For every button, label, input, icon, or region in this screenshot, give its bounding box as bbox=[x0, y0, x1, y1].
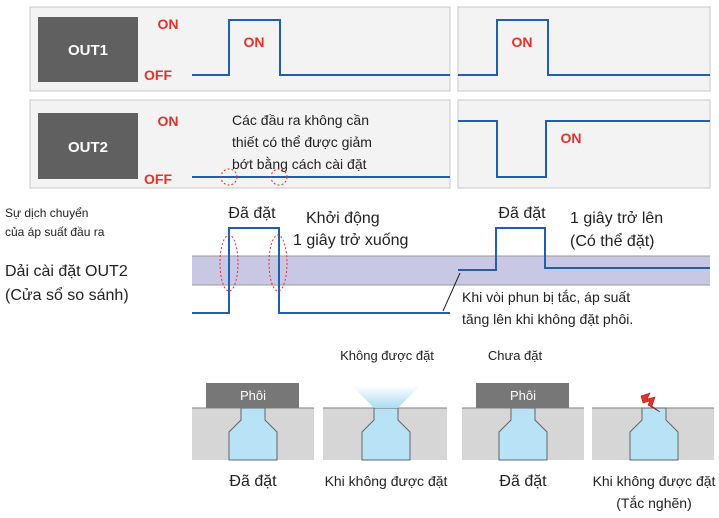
nozzle-panel-placed-3: Phôi bbox=[462, 383, 584, 461]
out2-off-label: OFF bbox=[144, 171, 172, 187]
nozzle-channel bbox=[629, 407, 679, 461]
out2-waveform-right bbox=[458, 120, 710, 178]
out2-suppressed-marker-b bbox=[270, 168, 288, 186]
out2-range-line2: (Cửa sổ so sánh) bbox=[5, 286, 129, 304]
out1-label: OUT1 bbox=[68, 42, 108, 59]
clog-burst-icon bbox=[640, 392, 661, 413]
crossing-marker-a bbox=[219, 234, 239, 292]
startup-line1: Khởi động bbox=[306, 210, 380, 227]
out2-row: OUT2 ON OFF Các đầu ra không cần thiết c… bbox=[29, 99, 711, 189]
out2-range-line1: Dải cài đặt OUT2 bbox=[5, 263, 128, 280]
out1-row: OUT1 ON OFF ON ON bbox=[29, 6, 711, 92]
caption-placed-1: Đã đặt bbox=[229, 473, 277, 490]
startup-line2: 1 giây trở xuống bbox=[293, 232, 408, 249]
nozzle-panel-placed-1: Phôi bbox=[192, 383, 314, 461]
pressure-title-line2: của áp suất đầu ra bbox=[5, 225, 105, 239]
out1-off-label: OFF bbox=[144, 67, 172, 83]
pressure-waveform-left bbox=[192, 227, 450, 314]
out1-waveform-right bbox=[458, 19, 710, 76]
out2-note-line1: Các đầu ra không cần bbox=[232, 112, 369, 128]
pressure-title-line1: Sự dịch chuyển bbox=[5, 206, 88, 220]
crossing-marker-b bbox=[268, 234, 288, 292]
air-spray bbox=[352, 386, 420, 408]
out2-suppressed-marker-a bbox=[220, 168, 238, 186]
out2-label-box bbox=[38, 113, 138, 179]
workpiece-label: Phôi bbox=[240, 388, 266, 403]
out1-label-box bbox=[38, 17, 138, 82]
rise-line2: (Có thể đặt) bbox=[570, 232, 654, 250]
out2-note-line3: bớt bằng cách cài đặt bbox=[232, 156, 367, 172]
illustration-top-label-3: Chưa đặt bbox=[488, 348, 543, 363]
out1-pulse-a-label: ON bbox=[244, 34, 265, 50]
out1-on-label: ON bbox=[158, 16, 179, 32]
pressure-waveform-right bbox=[458, 227, 710, 271]
out1-waveform-left bbox=[192, 19, 450, 76]
nozzle-illustrations: Không được đặt Chưa đặt Phôi Phôi bbox=[192, 348, 716, 511]
caption-clogged-4-line1: Khi không được đặt bbox=[593, 473, 716, 489]
out2-setting-band bbox=[192, 256, 710, 285]
clog-note-line1: Khi vòi phun bị tắc, áp suất bbox=[462, 289, 630, 305]
out2-note-line2: thiết có thể được giảm bbox=[232, 134, 372, 150]
workpiece bbox=[206, 383, 299, 408]
out1-panel-right bbox=[457, 6, 711, 92]
rise-line1: 1 giây trở lên bbox=[570, 210, 663, 227]
illustration-top-label-2: Không được đặt bbox=[340, 348, 434, 363]
workpiece-label: Phôi bbox=[510, 388, 536, 403]
pressure-row: Sự dịch chuyển của áp suất đầu ra Dải cà… bbox=[5, 205, 710, 327]
caption-placed-3: Đã đặt bbox=[499, 473, 547, 490]
out1-pulse-b-label: ON bbox=[512, 34, 533, 50]
out2-label: OUT2 bbox=[68, 139, 108, 156]
clog-note-line2: tăng lên khi không đặt phôi. bbox=[462, 311, 633, 327]
set-label-b: Đã đặt bbox=[498, 205, 546, 222]
workpiece bbox=[476, 383, 569, 408]
out2-panel-right bbox=[457, 99, 711, 189]
caption-clogged-4-line2: (Tắc nghẽn) bbox=[616, 495, 691, 511]
nozzle-panel-clogged-4 bbox=[592, 392, 714, 461]
out2-pulse-b-label: ON bbox=[561, 130, 582, 146]
caption-unplaced-2: Khi không được đặt bbox=[325, 473, 448, 489]
set-label-a: Đã đặt bbox=[228, 205, 276, 222]
out2-on-label: ON bbox=[158, 113, 179, 129]
nozzle-panel-unplaced-2 bbox=[323, 386, 447, 461]
clog-pointer-line bbox=[442, 272, 461, 312]
